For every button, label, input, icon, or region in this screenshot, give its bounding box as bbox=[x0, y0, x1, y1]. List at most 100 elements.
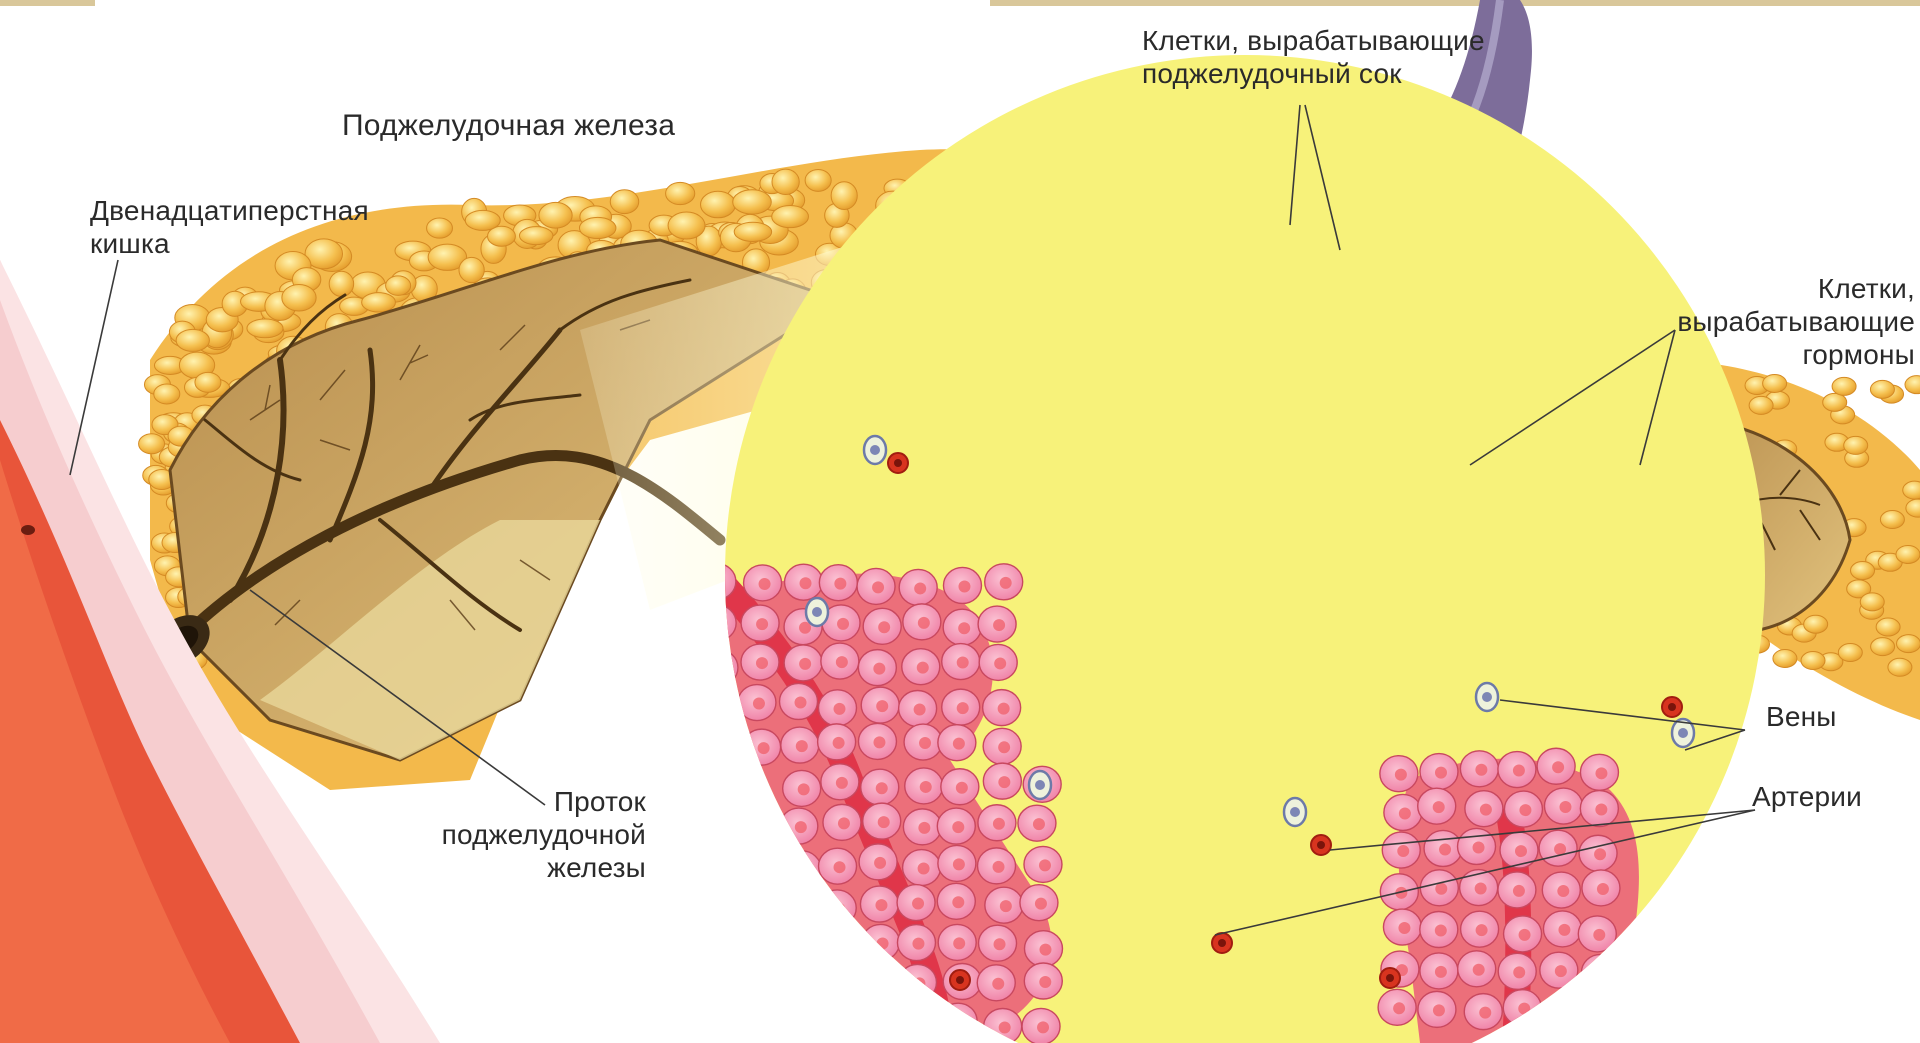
gland-lobule bbox=[734, 222, 771, 241]
gland-lobule bbox=[1773, 649, 1797, 667]
duodenum-label-line-1: Двенадцатиперстная bbox=[90, 194, 369, 227]
gland-lobule bbox=[1880, 511, 1904, 529]
acinar-cell bbox=[898, 964, 936, 1000]
acinar-cell bbox=[698, 684, 736, 720]
gland-lobule bbox=[459, 257, 484, 282]
gland-lobule bbox=[1905, 376, 1920, 394]
acinar-cell bbox=[1545, 993, 1583, 1029]
gland-lobule bbox=[195, 372, 221, 392]
acinar-cell bbox=[700, 650, 738, 686]
gland-lobule bbox=[362, 293, 396, 312]
acinar-cell bbox=[619, 889, 657, 925]
acinar-cell bbox=[704, 847, 742, 883]
gland-lobule bbox=[1804, 615, 1828, 633]
gland-lobule bbox=[154, 384, 180, 404]
acinar-cell bbox=[1581, 991, 1619, 1027]
acinar-cell bbox=[818, 890, 856, 926]
acinar-cell bbox=[619, 928, 657, 964]
acinar-cell bbox=[780, 1005, 818, 1041]
duct-label-line-2: поджелудочной bbox=[430, 818, 646, 851]
duodenum-label-line-2: кишка bbox=[90, 227, 369, 260]
gland-lobule bbox=[772, 169, 799, 194]
duodenum-label: Двенадцатиперстная кишка bbox=[90, 194, 369, 260]
acinar-cell bbox=[704, 965, 742, 1001]
acinar-cell bbox=[657, 967, 695, 1003]
gland-lobule bbox=[1801, 652, 1825, 670]
acinar-cell bbox=[1581, 954, 1619, 990]
gland-lobule bbox=[610, 190, 638, 214]
gland-lobule bbox=[247, 319, 283, 338]
juice-cells-label-line-2: поджелудочный сок bbox=[1142, 57, 1485, 90]
gland-lobule bbox=[282, 285, 316, 312]
acinar-cell bbox=[939, 1003, 977, 1039]
gland-lobule bbox=[386, 276, 411, 295]
gland-lobule bbox=[329, 271, 353, 296]
acinar-cell bbox=[783, 851, 821, 887]
acinar-cell bbox=[661, 808, 699, 844]
acinar-cell bbox=[621, 1005, 659, 1041]
acinar-cell bbox=[857, 970, 895, 1006]
hormone-cells-label: Клетки, вырабатывающие гормоны bbox=[1660, 272, 1915, 371]
acinar-cell bbox=[698, 926, 736, 962]
acinar-cell bbox=[659, 1010, 697, 1043]
gland-lobule bbox=[1763, 374, 1787, 392]
gland-lobule bbox=[427, 218, 453, 238]
acinar-cell bbox=[703, 810, 741, 846]
hormone-cells-label-line-3: гормоны bbox=[1660, 338, 1915, 371]
acinar-cell bbox=[825, 924, 863, 960]
gland-lobule bbox=[1838, 644, 1862, 662]
gland-lobule bbox=[831, 182, 857, 210]
gland-lobule bbox=[733, 190, 772, 214]
gland-lobule bbox=[1876, 618, 1900, 636]
pancreas-title: Поджелудочная железа bbox=[342, 108, 675, 144]
gland-lobule bbox=[539, 202, 572, 228]
gland-lobule bbox=[805, 169, 831, 191]
juice-cells-label-line-1: Клетки, вырабатывающие bbox=[1142, 24, 1485, 57]
hormone-cells-label-line-2: вырабатывающие bbox=[1660, 305, 1915, 338]
gland-lobule bbox=[1870, 380, 1894, 398]
duct-label-line-1: Проток bbox=[430, 785, 646, 818]
acinar-cell bbox=[624, 969, 662, 1005]
acinar-cell bbox=[903, 1006, 941, 1042]
gland-lobule bbox=[668, 212, 705, 239]
gland-lobule bbox=[579, 217, 616, 238]
gland-lobule bbox=[519, 227, 552, 245]
gland-lobule bbox=[1896, 545, 1920, 563]
acinar-cell bbox=[699, 888, 737, 924]
arteries-label: Артерии bbox=[1752, 780, 1862, 813]
veins-label: Вены bbox=[1766, 700, 1837, 733]
duct-label-line-3: железы bbox=[430, 851, 646, 884]
acinar-cell bbox=[662, 848, 700, 884]
acinar-cell bbox=[821, 1005, 859, 1041]
juice-cells-label: Клетки, вырабатывающие поджелудочный сок bbox=[1142, 24, 1485, 90]
acinar-cell bbox=[782, 964, 820, 1000]
gland-lobule bbox=[139, 434, 165, 454]
gland-lobule bbox=[772, 206, 809, 228]
acinar-cell bbox=[703, 1007, 741, 1043]
gland-lobule bbox=[666, 182, 695, 204]
gland-lobule bbox=[176, 329, 209, 351]
gland-lobule bbox=[465, 210, 500, 230]
gland-lobule bbox=[1832, 377, 1856, 395]
gland-lobule bbox=[1844, 436, 1868, 454]
acinar-cell bbox=[779, 885, 817, 921]
acinar-cell bbox=[703, 727, 741, 763]
acinar-cell bbox=[662, 884, 700, 920]
gland-lobule bbox=[1888, 658, 1912, 676]
duct-label: Проток поджелудочной железы bbox=[430, 785, 646, 884]
gland-lobule bbox=[1749, 396, 1773, 414]
acinar-cell bbox=[662, 928, 700, 964]
acinar-cell bbox=[858, 1008, 896, 1043]
acinar-cell bbox=[777, 930, 815, 966]
gland-lobule bbox=[1897, 635, 1920, 653]
gland-lobule bbox=[1851, 562, 1875, 580]
gland-lobule bbox=[1871, 638, 1895, 656]
acinar-cell bbox=[698, 605, 736, 641]
acinar-cell bbox=[825, 970, 863, 1006]
gland-lobule bbox=[1860, 593, 1884, 611]
hormone-cells-label-line-1: Клетки, bbox=[1660, 272, 1915, 305]
gland-lobule bbox=[701, 191, 736, 217]
gland-lobule bbox=[1823, 393, 1847, 411]
